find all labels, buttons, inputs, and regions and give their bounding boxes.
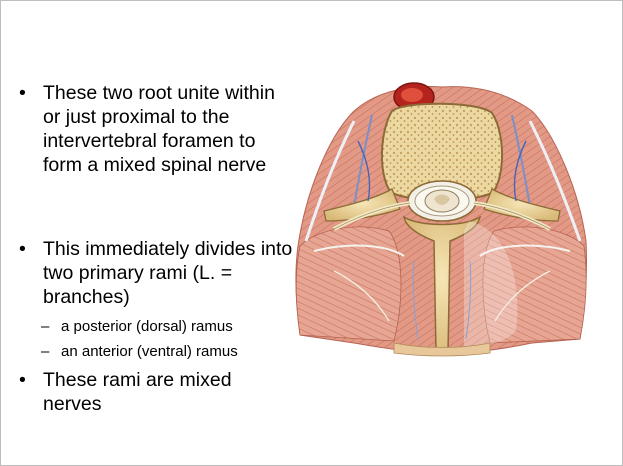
sub-bullet-text: an anterior (ventral) ramus (61, 343, 238, 360)
sub-bullet-item: –a posterior (dorsal) ramus (41, 317, 233, 337)
sub-bullet-item: –an anterior (ventral) ramus (41, 342, 238, 362)
bullet-text: These two root unite within or just prox… (43, 82, 275, 176)
sub-bullet-text: a posterior (dorsal) ramus (61, 318, 233, 335)
sub-bullet-marker: – (41, 343, 50, 360)
bullet-marker: • (19, 82, 26, 104)
bullet-marker: • (19, 238, 26, 260)
spinal-cross-section-illustration (295, 82, 588, 357)
bullet-text: These rami are mixed nerves (43, 369, 232, 415)
bullet-marker: • (19, 369, 26, 391)
sub-bullet-marker: – (41, 318, 50, 335)
bullet-text: This immediately divides into two primar… (43, 238, 293, 308)
